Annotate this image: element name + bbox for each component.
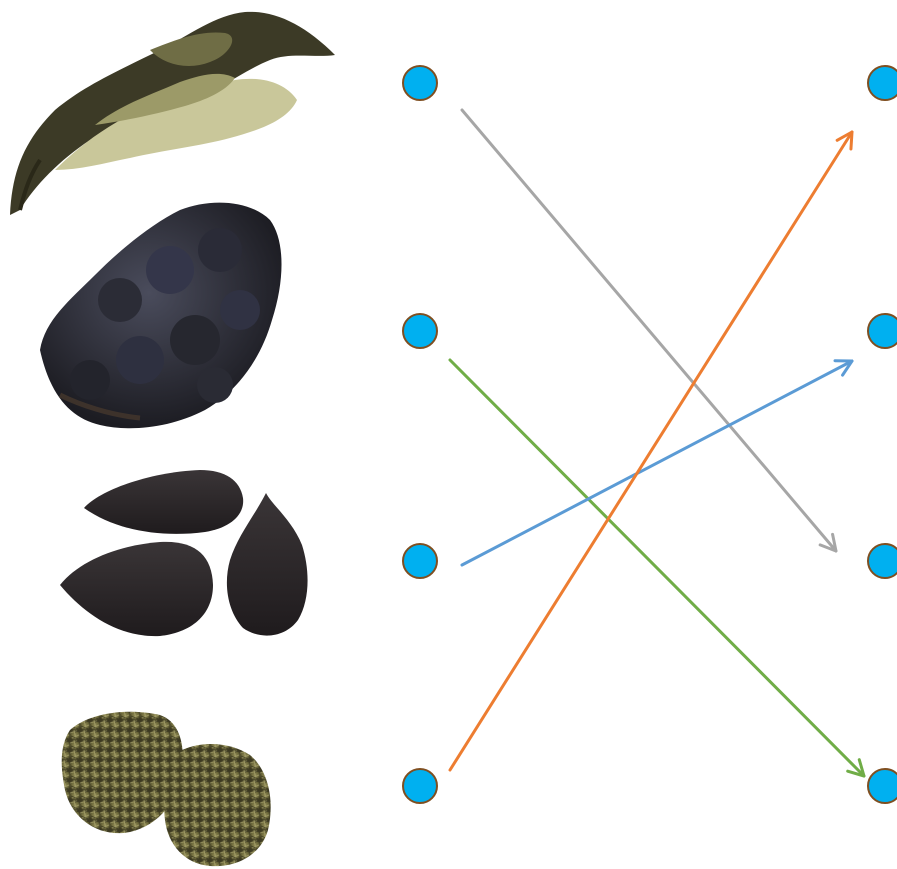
left-node-4[interactable] xyxy=(402,768,438,804)
right-node-column xyxy=(867,65,897,804)
right-node-2[interactable] xyxy=(867,313,897,349)
left-node-column xyxy=(402,65,438,804)
arrow-4-to-1 xyxy=(448,130,854,772)
arrow-3-to-2 xyxy=(460,359,854,567)
specimen-4-image xyxy=(61,711,271,867)
right-node-4[interactable] xyxy=(867,768,897,804)
arrowhead xyxy=(833,359,854,377)
arrow-2-to-4 xyxy=(448,358,866,778)
right-node-3[interactable] xyxy=(867,543,897,579)
right-node-1[interactable] xyxy=(867,65,897,101)
arrowhead xyxy=(846,758,866,778)
left-node-3[interactable] xyxy=(402,543,438,579)
arrowhead xyxy=(818,532,838,553)
arrow-1-to-3 xyxy=(460,108,838,553)
connection-arrows xyxy=(448,108,866,778)
specimen-3-image xyxy=(60,470,308,637)
left-node-2[interactable] xyxy=(402,313,438,349)
arrowhead xyxy=(835,130,854,151)
left-node-1[interactable] xyxy=(402,65,438,101)
specimen-2-image xyxy=(40,202,282,429)
specimen-1-image xyxy=(10,11,335,215)
